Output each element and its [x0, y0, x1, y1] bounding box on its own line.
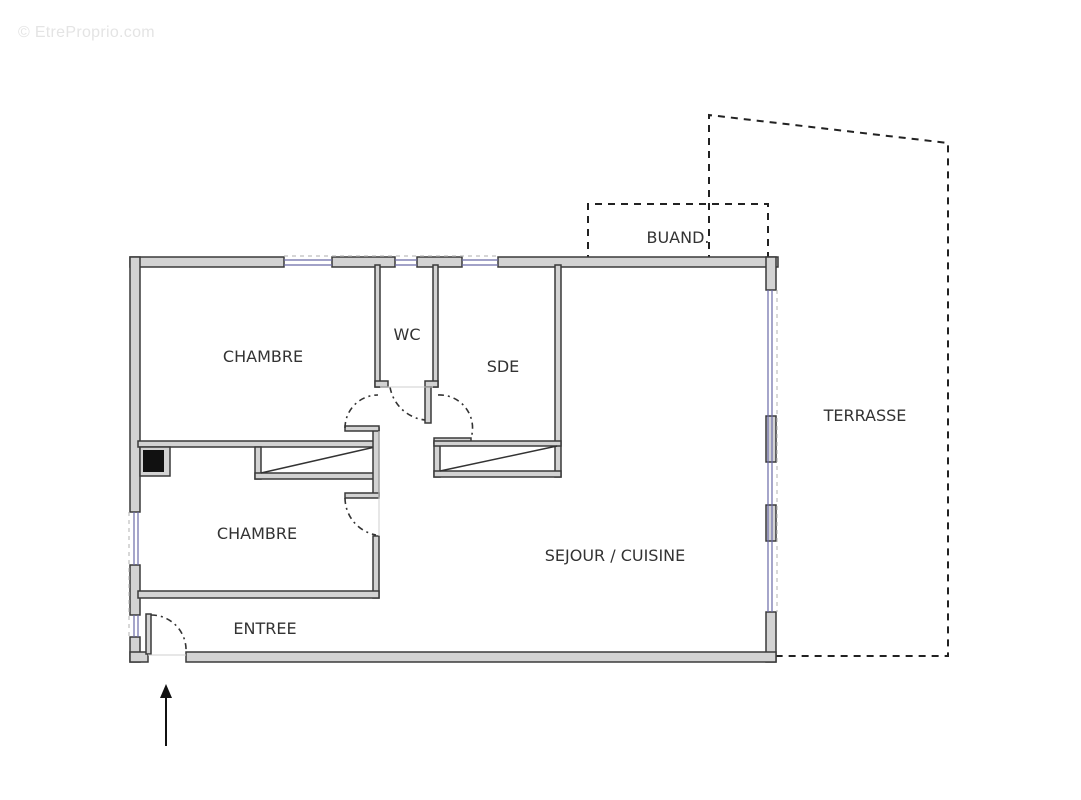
watermark: © EtreProprio.com [18, 24, 155, 41]
outer-walls [128, 255, 779, 663]
interior-walls [137, 264, 562, 655]
room-label-sejour-cuisine: SEJOUR / CUISINE [545, 546, 686, 565]
room-label-chambre-2: CHAMBRE [217, 524, 297, 543]
room-label-entree: ENTREE [233, 619, 296, 638]
door-swings [148, 386, 474, 656]
room-label-sde: SDE [487, 357, 520, 376]
room-label-terrasse: TERRASSE [823, 406, 907, 425]
room-label-buanderie: BUAND. [646, 228, 709, 247]
entrance-arrow-icon [160, 684, 172, 746]
room-label-wc: WC [394, 325, 421, 344]
terrasse-outline [708, 113, 949, 657]
buanderie-outline [587, 203, 769, 262]
room-label-chambre-1: CHAMBRE [223, 347, 303, 366]
